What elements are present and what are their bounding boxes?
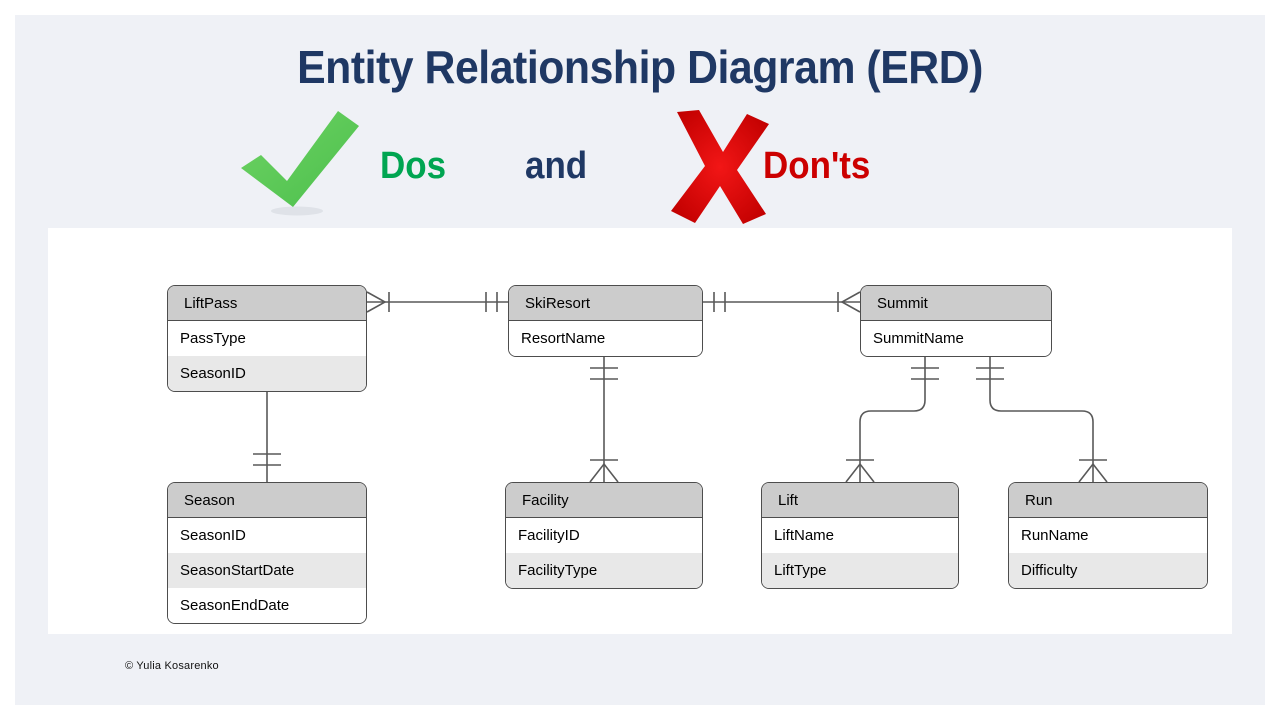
red-cross-icon (671, 110, 769, 224)
erd-panel: LiftPass PassType SeasonID SkiResort Res… (48, 228, 1232, 634)
entity-run-attr-0: RunName (1009, 518, 1207, 553)
entity-facility-attr-1: FacilityType (506, 553, 702, 588)
entity-lift-attr-0: LiftName (762, 518, 958, 553)
subtitle-row: Dos and Don'ts (225, 110, 1125, 230)
entity-skiresort-attr-0: ResortName (509, 321, 702, 356)
entity-liftpass-attr-1: SeasonID (168, 356, 366, 391)
entity-season-attr-0: SeasonID (168, 518, 366, 553)
slide-canvas: Entity Relationship Diagram (ERD) Dos an… (15, 15, 1265, 705)
entity-run-attr-1: Difficulty (1009, 553, 1207, 588)
green-check-icon (241, 111, 359, 216)
entity-summit-title: Summit (861, 286, 1051, 321)
entity-lift[interactable]: Lift LiftName LiftType (761, 482, 959, 589)
crowfoot-run (1078, 462, 1108, 483)
entity-lift-title: Lift (762, 483, 958, 518)
entity-skiresort-title: SkiResort (509, 286, 702, 321)
entity-summit[interactable]: Summit SummitName (860, 285, 1052, 357)
donts-label: Don'ts (763, 145, 871, 187)
entity-liftpass-title: LiftPass (168, 286, 366, 321)
entity-run[interactable]: Run RunName Difficulty (1008, 482, 1208, 589)
entity-season-attr-1: SeasonStartDate (168, 553, 366, 588)
rel-summit-run (989, 355, 1094, 482)
entity-season[interactable]: Season SeasonID SeasonStartDate SeasonEn… (167, 482, 367, 624)
crowfoot-summit (840, 291, 861, 313)
entity-season-attr-2: SeasonEndDate (168, 588, 366, 623)
crowfoot-facility (589, 462, 619, 483)
entity-liftpass[interactable]: LiftPass PassType SeasonID (167, 285, 367, 392)
entity-lift-attr-1: LiftType (762, 553, 958, 588)
and-label: and (525, 145, 588, 187)
entity-season-title: Season (168, 483, 366, 518)
entity-summit-attr-0: SummitName (861, 321, 1051, 356)
entity-run-title: Run (1009, 483, 1207, 518)
rel-summit-lift (859, 355, 926, 482)
entity-facility-title: Facility (506, 483, 702, 518)
footer-credit: © Yulia Kosarenko (125, 660, 219, 672)
entity-facility-attr-0: FacilityID (506, 518, 702, 553)
entity-facility[interactable]: Facility FacilityID FacilityType (505, 482, 703, 589)
page-title: Entity Relationship Diagram (ERD) (297, 41, 983, 93)
entity-liftpass-attr-0: PassType (168, 321, 366, 356)
entity-skiresort[interactable]: SkiResort ResortName (508, 285, 703, 357)
crowfoot-lift (845, 462, 875, 483)
dos-label: Dos (380, 145, 447, 187)
crowfoot-liftpass (366, 291, 387, 313)
